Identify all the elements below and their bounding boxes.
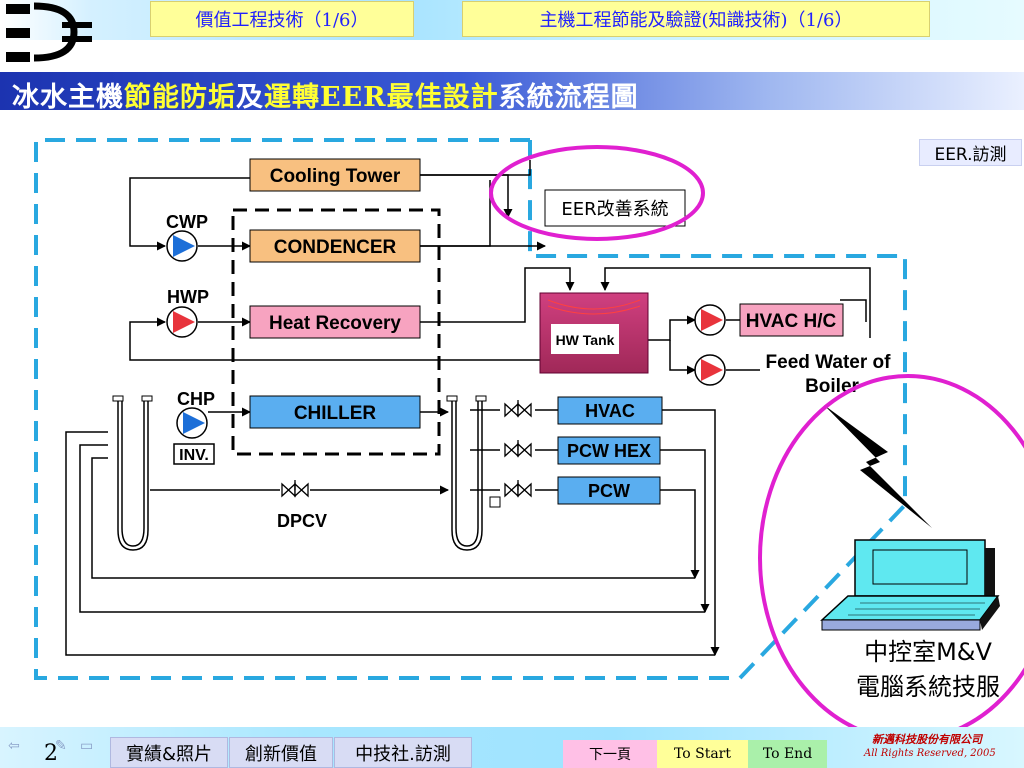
heat-recovery-label: Heat Recovery bbox=[269, 313, 401, 334]
title-bar bbox=[0, 72, 1024, 110]
condencer-box bbox=[249, 229, 421, 263]
cwp-label: CWP bbox=[166, 212, 208, 232]
tab-cte-visit[interactable]: 中技社.訪測 bbox=[334, 737, 472, 768]
tab-innovation-value[interactable]: 創新價值 bbox=[229, 737, 333, 768]
valve-actuator-icon bbox=[489, 496, 501, 508]
pipe-lines bbox=[65, 160, 871, 656]
hwp-label: HWP bbox=[167, 287, 209, 307]
next-page-button[interactable]: 下一頁 bbox=[563, 740, 657, 768]
hvac-hc-pump-icon bbox=[694, 304, 726, 336]
computer-icon bbox=[820, 539, 1000, 631]
feed-water-pump-icon bbox=[694, 354, 726, 386]
inv-frame bbox=[173, 443, 215, 465]
cooling-tower-label: Cooling Tower bbox=[270, 166, 401, 187]
valve-icons bbox=[281, 400, 532, 498]
pcw-hex-box bbox=[557, 436, 661, 465]
dpcv-label: DPCV bbox=[277, 511, 327, 531]
pcw-label: PCW bbox=[588, 481, 630, 501]
pcw-hex-label: PCW HEX bbox=[567, 441, 651, 461]
company-name: 新邁科技股份有限公司 bbox=[872, 733, 982, 746]
inv-label: INV. bbox=[179, 447, 209, 464]
to-start-button[interactable]: To Start bbox=[657, 740, 748, 768]
back-arrow-icon[interactable]: ⇦ bbox=[8, 738, 20, 754]
cwp-pump-icon bbox=[166, 230, 198, 262]
title-part-2: 節能防垢 bbox=[124, 82, 236, 113]
chiller-box bbox=[249, 395, 421, 429]
control-room-label-1: 中控室M&V bbox=[864, 638, 992, 666]
page-title: 冰水主機節能防垢及運轉EER最佳設計系統流程圖 bbox=[12, 75, 639, 114]
eer-improvement-label: EER改善系統 bbox=[561, 199, 668, 220]
hvac-hc-box bbox=[739, 303, 844, 337]
hvac-box bbox=[557, 396, 663, 425]
cooling-tower-box bbox=[249, 158, 421, 192]
hvac-label: HVAC bbox=[585, 401, 635, 421]
u-tube-left bbox=[117, 400, 149, 551]
tab-results-photos[interactable]: 實績&照片 bbox=[110, 737, 228, 768]
chp-pump-icon bbox=[176, 407, 208, 439]
condencer-label: CONDENCER bbox=[274, 237, 397, 258]
lightning-icon bbox=[824, 405, 932, 528]
copyright-text: All Rights Reserved, 2005 bbox=[864, 748, 996, 759]
logo-icon bbox=[6, 2, 92, 62]
feed-water-label-1: Feed Water of bbox=[766, 352, 892, 373]
u-tube-right bbox=[451, 400, 483, 551]
page-number: 2 bbox=[44, 741, 58, 766]
feed-water-label-2: Boiler bbox=[805, 376, 859, 397]
heat-recovery-box bbox=[249, 305, 421, 339]
control-room-highlight-ellipse bbox=[758, 374, 1024, 727]
pen-icon[interactable]: ✎ bbox=[55, 738, 67, 754]
dashed-box-chiller-group bbox=[231, 208, 441, 456]
chiller-label: CHILLER bbox=[294, 403, 377, 424]
menu-icon[interactable]: ▭ bbox=[80, 738, 94, 754]
tab-chiller-energy-saving[interactable]: 主機工程節能及驗證(知識技術)（1/6） bbox=[462, 1, 930, 37]
eer-survey-tag[interactable]: EER.訪測 bbox=[919, 139, 1022, 166]
hvac-hc-label: HVAC H/C bbox=[746, 311, 837, 332]
pcw-box bbox=[557, 476, 661, 505]
control-room-label-2: 電腦系統技服 bbox=[856, 673, 1000, 701]
title-part-3: 及 bbox=[236, 82, 264, 113]
hw-tank-label: HW Tank bbox=[556, 332, 615, 348]
eer-improvement-box bbox=[544, 189, 686, 227]
eer-highlight-ellipse bbox=[489, 145, 705, 241]
to-end-button[interactable]: To End bbox=[748, 740, 827, 768]
title-part-4: 運轉EER最佳設計 bbox=[264, 82, 499, 113]
tab-value-engineering[interactable]: 價值工程技術（1/6） bbox=[150, 1, 414, 37]
chp-label: CHP bbox=[177, 389, 215, 409]
system-flow-diagram: Cooling Tower CONDENCER Heat Recovery CH… bbox=[34, 138, 1024, 727]
title-part-5: 系統流程圖 bbox=[498, 82, 639, 113]
hwp-pump-icon bbox=[166, 306, 198, 338]
title-part-1: 冰水主機 bbox=[12, 82, 124, 113]
